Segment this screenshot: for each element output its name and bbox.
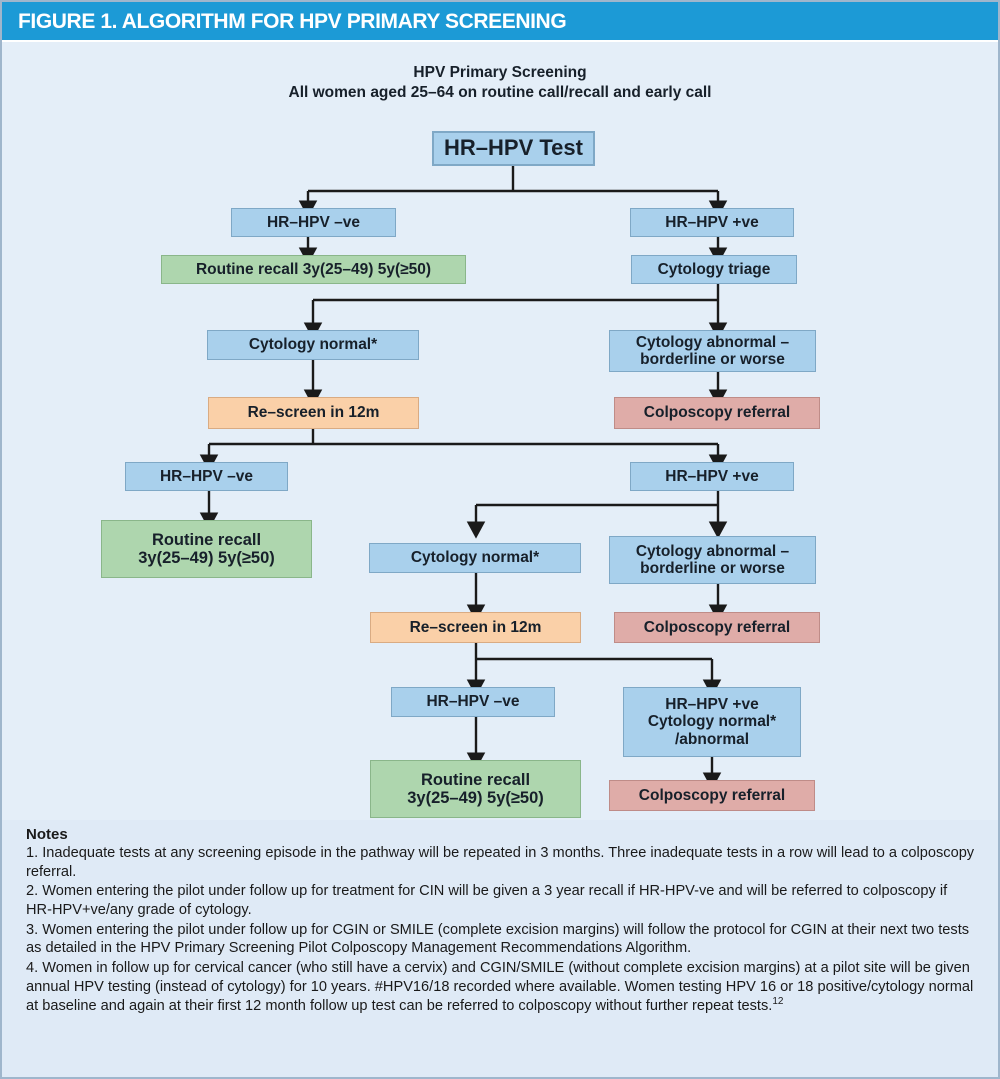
node-l3-cytology-normal[interactable]: Cytology normal* bbox=[369, 543, 581, 573]
node-l3-hr-hpv-positive[interactable]: HR–HPV +ve bbox=[630, 462, 794, 491]
note-item-3: 3. Women entering the pilot under follow… bbox=[26, 921, 970, 957]
node-l4-routine-recall[interactable]: Routine recall 3y(25–49) 5y(≥50) bbox=[370, 760, 581, 818]
note-item-1: 1. Inadequate tests at any screening epi… bbox=[26, 845, 975, 880]
notes-section: Notes 1. Inadequate tests at any screeni… bbox=[2, 820, 998, 1077]
node-l4-routine-recall-line-2: 3y(25–49) 5y(≥50) bbox=[407, 789, 544, 807]
node-l4-hr-hpv-negative[interactable]: HR–HPV –ve bbox=[391, 687, 555, 717]
node-l4-pos-line-2: Cytology normal* bbox=[647, 713, 777, 731]
diagram-heading-line-1: HPV Primary Screening bbox=[413, 64, 587, 81]
node-l4-colposcopy-referral[interactable]: Colposcopy referral bbox=[609, 780, 815, 811]
note-item-4: 4. Women in follow up for cervical cance… bbox=[26, 959, 976, 1016]
node-l2-rescreen-12m[interactable]: Re–screen in 12m bbox=[208, 397, 419, 429]
node-l1-routine-recall[interactable]: Routine recall 3y(25–49) 5y(≥50) bbox=[161, 255, 466, 284]
diagram-heading-line-2: All women aged 25–64 on routine call/rec… bbox=[288, 84, 712, 101]
node-l3-cytology-abnormal-line-1: Cytology abnormal – bbox=[635, 542, 790, 560]
node-l3-rescreen-12m[interactable]: Re–screen in 12m bbox=[370, 612, 581, 643]
note-item-4-superscript: 12 bbox=[772, 996, 784, 1008]
node-l4-pos-line-3: /abnormal bbox=[674, 730, 750, 748]
node-l3-routine-recall-line-2: 3y(25–49) 5y(≥50) bbox=[138, 549, 275, 567]
node-l2-cytology-normal[interactable]: Cytology normal* bbox=[207, 330, 419, 360]
node-l4-hr-hpv-positive-cytology[interactable]: HR–HPV +ve Cytology normal* /abnormal bbox=[623, 687, 801, 757]
node-hr-hpv-test[interactable]: HR–HPV Test bbox=[432, 131, 595, 166]
note-item-4-text: 4. Women in follow up for cervical cance… bbox=[26, 960, 974, 1015]
node-l3-hr-hpv-negative[interactable]: HR–HPV –ve bbox=[125, 462, 288, 491]
node-l4-pos-line-1: HR–HPV +ve bbox=[665, 695, 759, 713]
node-l3-routine-recall-line-1: Routine recall bbox=[151, 530, 262, 549]
note-item-2: 2. Women entering the pilot under follow… bbox=[26, 883, 948, 919]
node-l3-routine-recall[interactable]: Routine recall 3y(25–49) 5y(≥50) bbox=[101, 520, 312, 578]
figure-title: FIGURE 1. ALGORITHM FOR HPV PRIMARY SCRE… bbox=[18, 10, 567, 33]
node-l1-hr-hpv-positive[interactable]: HR–HPV +ve bbox=[630, 208, 794, 237]
flowchart: HPV Primary Screening All women aged 25–… bbox=[2, 42, 998, 824]
node-l3-cytology-abnormal[interactable]: Cytology abnormal – borderline or worse bbox=[609, 536, 816, 584]
notes-title: Notes bbox=[26, 826, 68, 843]
node-l2-cytology-abnormal-line-2: borderline or worse bbox=[640, 351, 785, 368]
figure-title-bar: FIGURE 1. ALGORITHM FOR HPV PRIMARY SCRE… bbox=[2, 2, 998, 42]
node-l1-cytology-triage[interactable]: Cytology triage bbox=[631, 255, 797, 284]
node-l3-cytology-abnormal-line-2: borderline or worse bbox=[640, 560, 785, 577]
node-l3-colposcopy-referral[interactable]: Colposcopy referral bbox=[614, 612, 820, 643]
node-l1-hr-hpv-negative[interactable]: HR–HPV –ve bbox=[231, 208, 396, 237]
node-l2-colposcopy-referral[interactable]: Colposcopy referral bbox=[614, 397, 820, 429]
node-l2-cytology-abnormal[interactable]: Cytology abnormal – borderline or worse bbox=[609, 330, 816, 372]
node-l2-cytology-abnormal-line-1: Cytology abnormal – bbox=[635, 333, 790, 351]
flowchart-edges bbox=[199, 165, 728, 790]
node-l4-routine-recall-line-1: Routine recall bbox=[420, 770, 531, 789]
